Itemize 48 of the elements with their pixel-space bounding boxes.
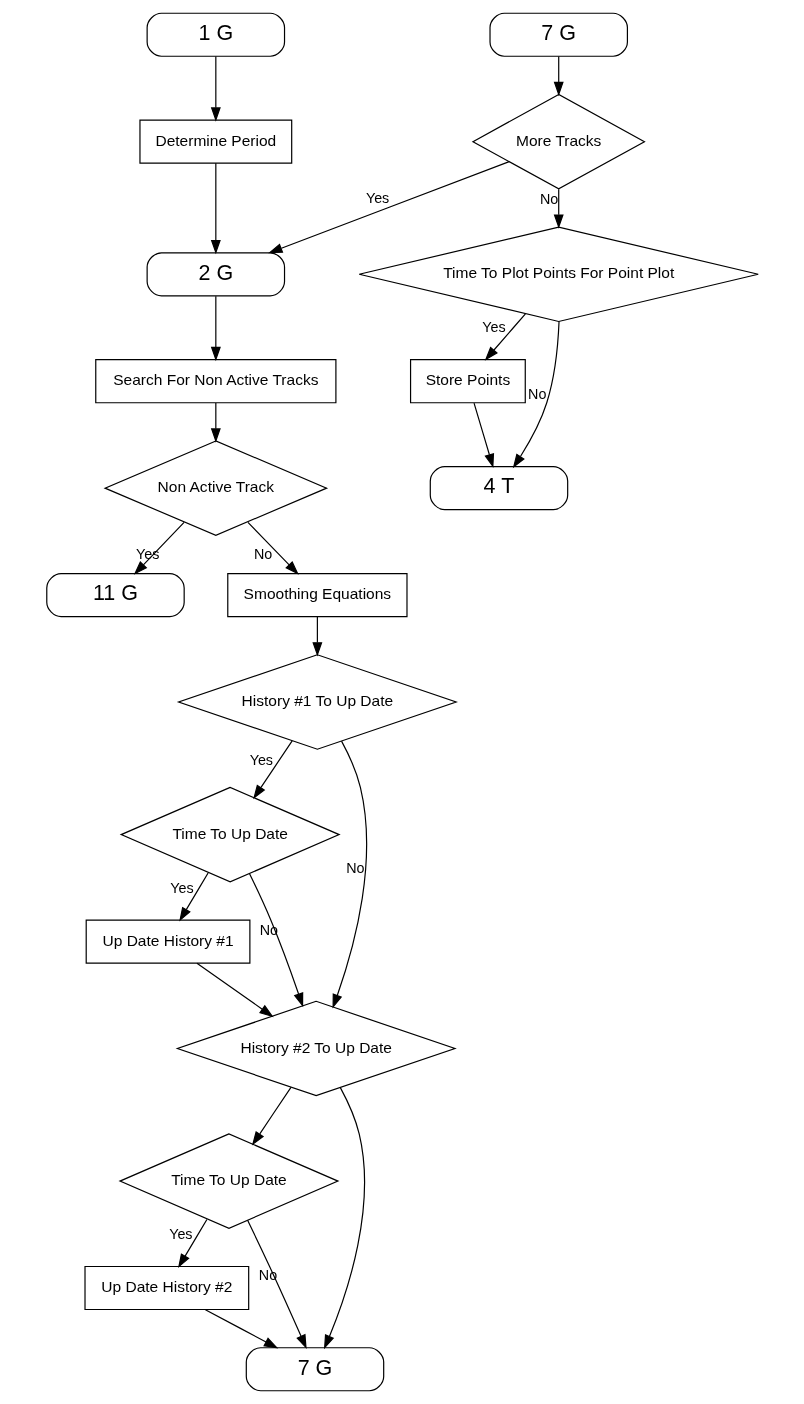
node-box: 7 G	[488, 12, 628, 57]
node-box: Search For Non Active Tracks	[94, 359, 336, 404]
arrow	[177, 1218, 207, 1269]
arrow	[210, 295, 221, 362]
arrow	[484, 313, 526, 361]
node-diamond: History #1 To Up Date	[176, 654, 458, 750]
arrow	[311, 616, 322, 657]
arrow	[178, 872, 209, 922]
node-box: Determine Period	[138, 119, 292, 164]
arrow	[332, 740, 367, 1009]
arrow	[553, 56, 564, 97]
node-box: 11 G	[45, 572, 185, 618]
arrow	[246, 521, 299, 575]
arrow	[210, 162, 221, 255]
node-diamond: History #2 To Up Date	[175, 1000, 457, 1097]
edge-label: Yes	[365, 190, 389, 207]
node-box: Up Date History #2	[83, 1265, 249, 1311]
node-box: 1 G	[146, 12, 285, 57]
edge-label: No	[527, 385, 546, 402]
node-box: Store Points	[409, 359, 526, 404]
arrow	[210, 402, 221, 443]
arrow	[267, 161, 510, 254]
edge-label: Yes	[249, 751, 273, 768]
node-box: 4 T	[429, 466, 568, 511]
edge-label: Yes	[168, 1226, 193, 1243]
node-box: Smoothing Equations	[226, 572, 408, 618]
arrow	[323, 1087, 365, 1350]
arrow	[553, 188, 564, 229]
arrow	[472, 402, 494, 469]
node-diamond: Time To Plot Points For Point Plot	[358, 226, 759, 323]
arrow	[252, 740, 293, 800]
node-box: Up Date History #1	[85, 919, 250, 964]
arrow	[246, 1219, 307, 1349]
arrow	[251, 1086, 292, 1146]
arrow	[195, 962, 274, 1018]
arrow	[512, 320, 560, 469]
arrow	[133, 521, 185, 575]
node-diamond: More Tracks	[471, 93, 646, 190]
arrow	[204, 1309, 278, 1349]
edge-label: No	[253, 546, 272, 563]
arrow	[248, 872, 303, 1008]
arrow	[210, 56, 221, 122]
edge-label: No	[539, 190, 558, 207]
node-box: 2 G	[146, 252, 285, 297]
node-box: 7 G	[245, 1347, 384, 1392]
node-diamond: Non Active Track	[103, 440, 328, 536]
node-diamond: Time To Up Date	[118, 1133, 339, 1229]
edge-label: No	[345, 859, 365, 876]
